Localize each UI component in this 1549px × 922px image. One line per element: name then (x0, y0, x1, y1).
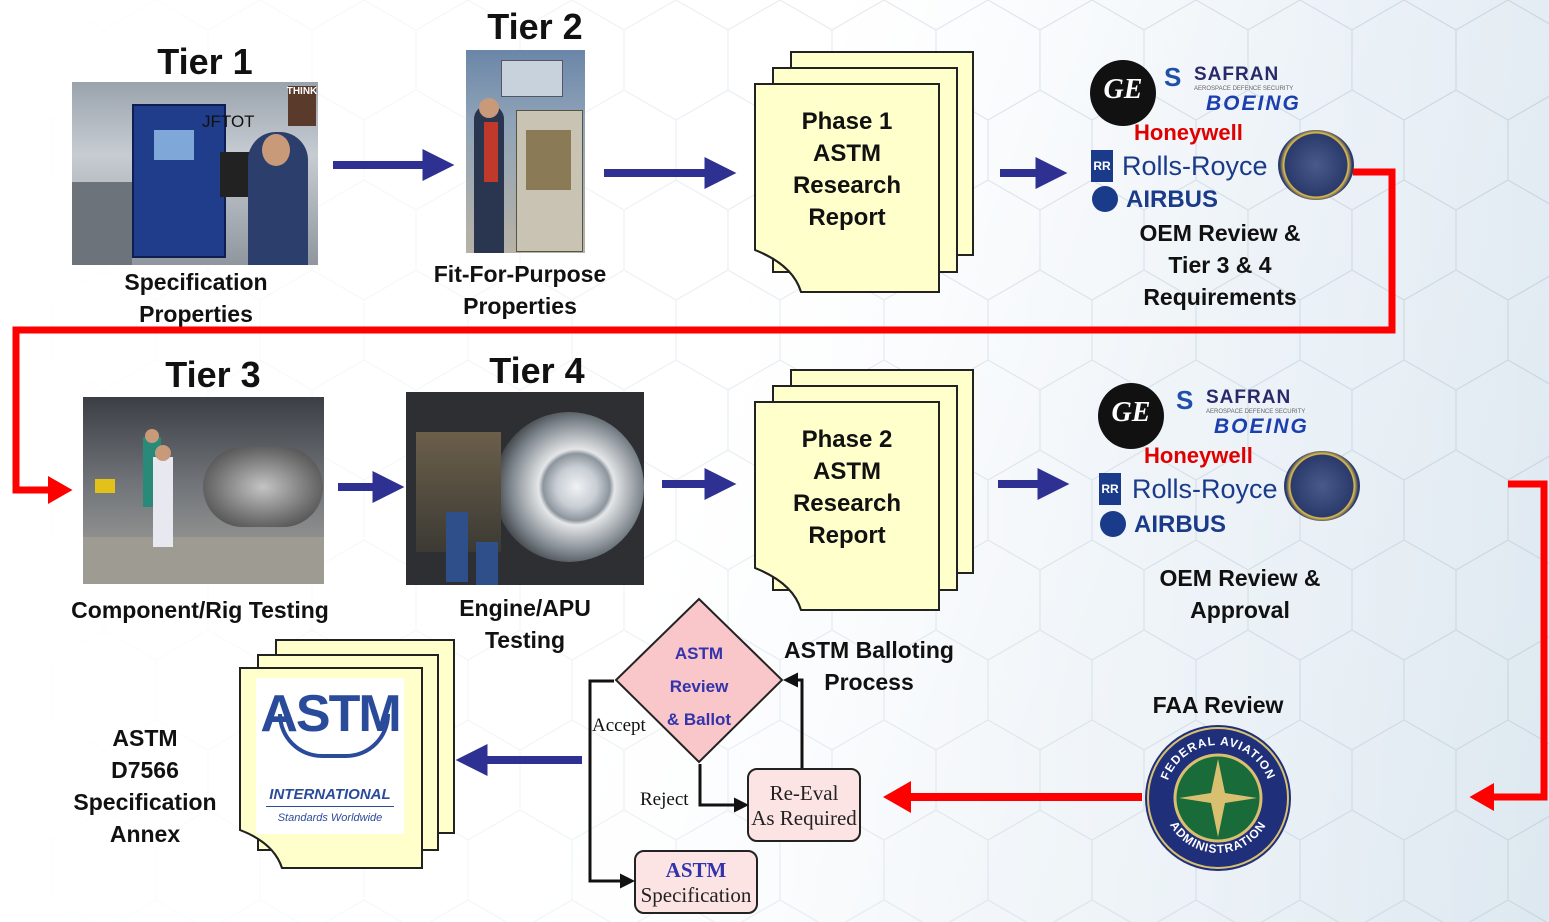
report-line: Research (792, 172, 902, 199)
caption-line: Fit-For-Purpose (433, 261, 607, 287)
re-eval-as-required-box: Re-Eval As Required (747, 768, 861, 842)
oem-review-line: Approval (1190, 597, 1290, 623)
airbus-icon (1100, 511, 1126, 537)
think-poster-label: THINK (286, 86, 318, 97)
astm-international-logo: ASTM INTERNATIONAL Standards Worldwide (256, 678, 404, 834)
balloting-title-line: ASTM Balloting (784, 637, 954, 663)
accept-label: Accept (592, 715, 646, 736)
oem-review-tier-3-4-requirements: OEM Review & Tier 3 & 4 Requirements (1100, 217, 1340, 313)
oem-logo-cluster-2: GE S SAFRAN AEROSPACE DEFENCE SECURITY B… (1096, 381, 1364, 546)
rolls-royce-logo-text: Rolls-Royce (1132, 474, 1278, 504)
balloting-title-line: Process (824, 669, 914, 695)
faa-review-heading: FAA Review (1152, 692, 1284, 718)
oem-review-approval: OEM Review & Approval (1120, 562, 1360, 626)
airbus-logo-text: AIRBUS (1126, 186, 1219, 213)
caption-component-rig-testing: Component/Rig Testing (71, 597, 329, 623)
report-line: Phase 2 (801, 426, 893, 453)
re-eval-line: As Required (751, 806, 857, 830)
report-line: Report (808, 204, 886, 231)
pratt-whitney-eagle-icon (1278, 130, 1354, 200)
caption-line: Specification (124, 269, 268, 295)
phase-1-report-stack: Phase 1 ASTM Research Report (753, 50, 975, 295)
re-eval-line: Re-Eval (769, 781, 839, 805)
rolls-royce-logo-text: Rolls-Royce (1122, 151, 1268, 181)
diamond-line: Review (669, 677, 729, 696)
astm-balloting-process-title: ASTM Balloting Process (764, 634, 974, 698)
caption-fit-for-purpose-properties: Fit-For-Purpose Properties (410, 258, 630, 322)
decision-diamond-shape (614, 597, 784, 764)
rolls-royce-badge-icon: RR (1099, 473, 1121, 505)
astm-d7566-document-stack: ASTM INTERNATIONAL Standards Worldwide (238, 638, 460, 870)
faa-seal: FEDERAL AVIATION ADMINISTRATION (1143, 723, 1293, 873)
oem-review-line: OEM Review & (1139, 220, 1301, 246)
astm-international-text: INTERNATIONAL (269, 786, 391, 803)
safran-logo-text: SAFRAN (1206, 387, 1292, 408)
airbus-icon (1092, 186, 1118, 212)
diamond-label: ASTM Review & Ballot (644, 637, 754, 736)
astm-review-ballot-diamond: ASTM Review & Ballot (614, 597, 784, 764)
diamond-line: ASTM (674, 644, 724, 663)
honeywell-logo-text: Honeywell (1144, 443, 1253, 468)
ge-logo-text: GE (1111, 397, 1151, 428)
tier-1-heading: Tier 1 (157, 41, 253, 82)
report-line: ASTM (813, 140, 881, 167)
report-line: Phase 1 (801, 108, 893, 135)
spec-line: ASTM (665, 858, 727, 882)
safran-icon: S (1164, 62, 1182, 92)
safran-subtitle: AEROSPACE DEFENCE SECURITY (1194, 86, 1294, 92)
honeywell-logo-text: Honeywell (1134, 120, 1243, 145)
phase-2-report-title: Phase 2 ASTM Research Report (755, 424, 939, 552)
astm-d7566-specification-annex-label: ASTM D7566 Specification Annex (56, 722, 234, 850)
diamond-line: & Ballot (666, 710, 732, 729)
caption-engine-apu-testing: Engine/APU Testing (420, 592, 630, 656)
oem-review-line: Requirements (1143, 284, 1297, 310)
ge-logo (1090, 60, 1156, 126)
caption-line: Properties (139, 301, 253, 327)
final-label-line: ASTM (112, 725, 178, 751)
component-rig-testing-photo (83, 397, 324, 584)
fit-for-purpose-lab-photo (466, 50, 585, 253)
oem-review-line: Tier 3 & 4 (1168, 252, 1272, 278)
final-label-line: D7566 (111, 757, 179, 783)
report-line: Research (792, 490, 902, 517)
faa-seal-icon: FEDERAL AVIATION ADMINISTRATION (1145, 725, 1291, 871)
astm-specification-box: ASTM Specification (634, 850, 758, 914)
jftot-lab-photo: THINK JFTOT (72, 82, 318, 265)
safran-logo-text: SAFRAN (1194, 64, 1280, 85)
caption-line: Testing (484, 627, 566, 653)
report-line: Report (808, 522, 886, 549)
boeing-logo-text: BOEING (1206, 92, 1301, 115)
rolls-royce-badge-icon: RR (1091, 150, 1113, 182)
pratt-whitney-eagle-icon (1284, 451, 1360, 521)
engine-apu-testing-photo (406, 392, 644, 585)
safran-icon: S (1176, 385, 1194, 415)
caption-specification-properties: Specification Properties (70, 266, 322, 330)
final-label-line: Annex (109, 821, 181, 847)
tier-4-heading: Tier 4 (489, 350, 585, 391)
ge-logo-text: GE (1103, 74, 1143, 105)
phase-1-report-title: Phase 1 ASTM Research Report (755, 106, 939, 234)
jftot-label: JFTOT (202, 112, 255, 131)
caption-line: Engine/APU (459, 595, 591, 621)
boeing-logo-text: BOEING (1214, 415, 1309, 438)
oem-logo-cluster-1: GE S SAFRAN AEROSPACE DEFENCE SECURITY B… (1088, 58, 1356, 218)
tier-3-heading: Tier 3 (165, 354, 261, 395)
tier-2-heading: Tier 2 (487, 6, 583, 47)
spec-line: Specification (640, 883, 752, 907)
airbus-logo-text: AIRBUS (1134, 511, 1227, 538)
astm-logo-arc (278, 714, 390, 758)
reject-label: Reject (640, 789, 689, 810)
caption-line: Properties (463, 293, 577, 319)
oem-review-line: OEM Review & (1159, 565, 1321, 591)
report-line: ASTM (813, 458, 881, 485)
final-label-line: Specification (73, 789, 217, 815)
standards-worldwide-text: Standards Worldwide (277, 812, 383, 824)
phase-2-report-stack: Phase 2 ASTM Research Report (753, 368, 975, 613)
